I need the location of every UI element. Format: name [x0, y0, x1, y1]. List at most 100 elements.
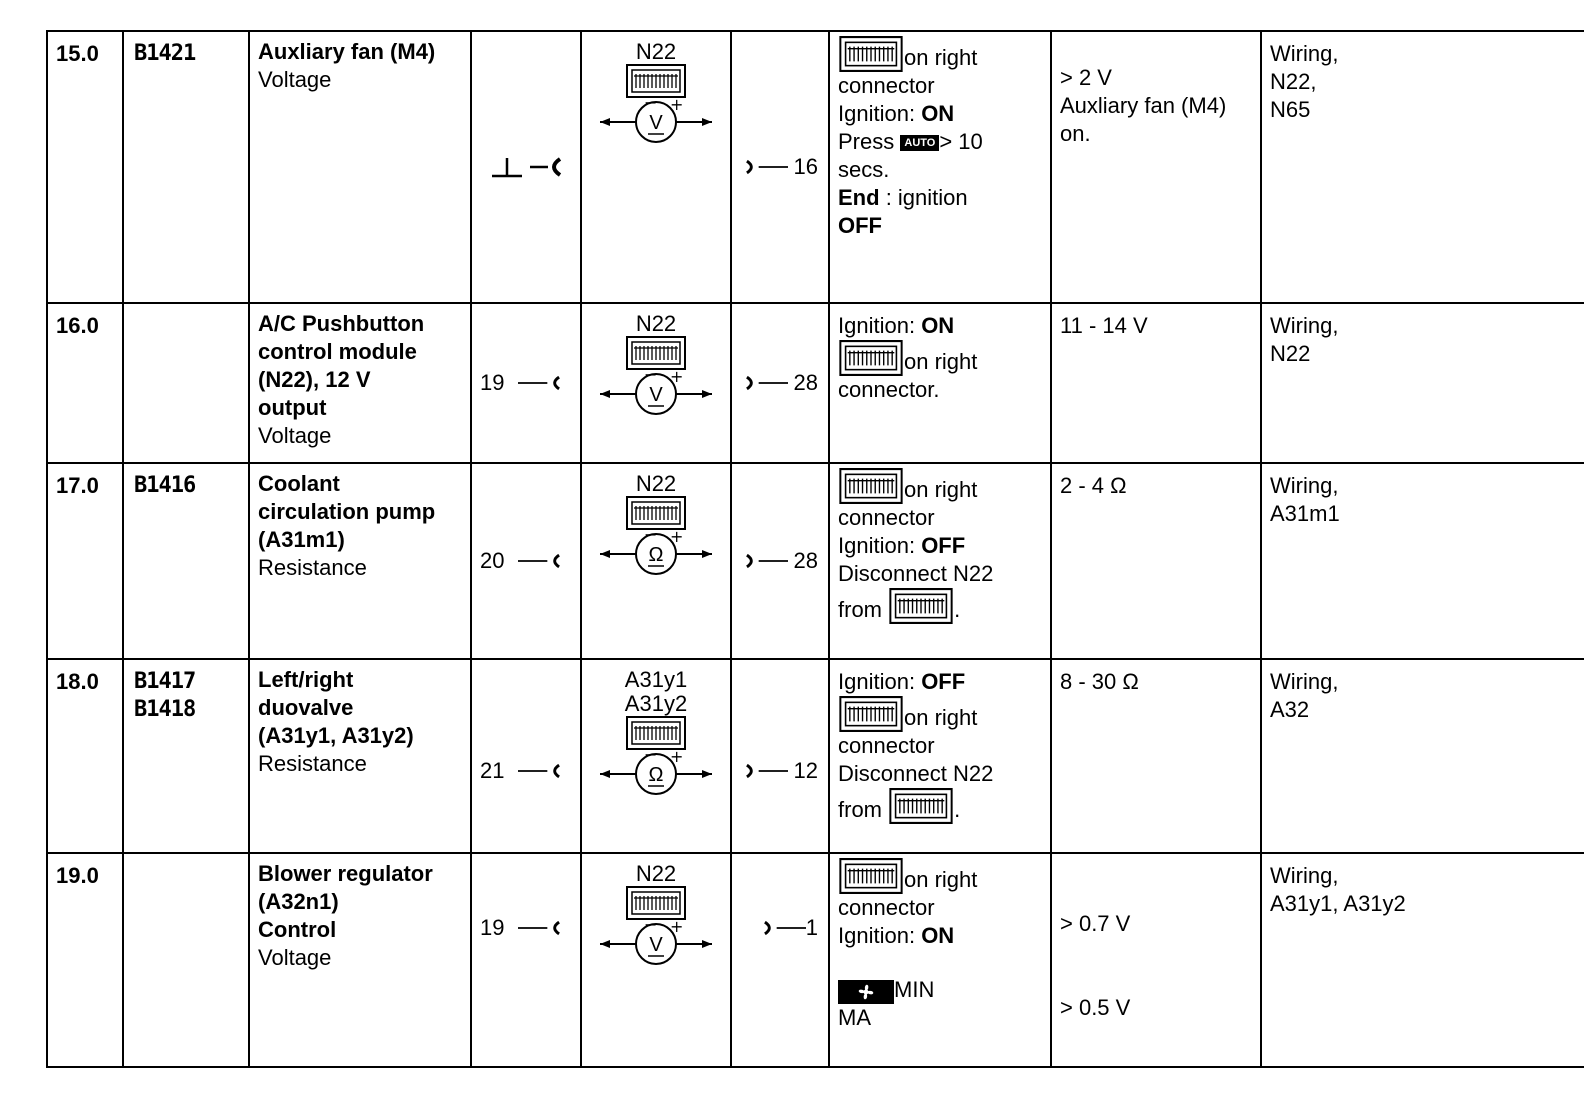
diagnostic-table: 15.0 B1421 Auxliary fan (M4) Voltage N22 [46, 30, 1584, 1068]
connector-box-icon [838, 468, 904, 504]
pin-right: 1 [805, 915, 818, 941]
component-cell: Left/right duovalve (A31y1, A31y2) Resis… [248, 658, 472, 854]
pin-left-cell: 21 [470, 658, 582, 854]
pin-right: 12 [793, 758, 818, 784]
plug-left-icon [518, 761, 562, 781]
pin-right: 28 [793, 370, 818, 395]
pin-left: 19 [480, 370, 505, 395]
expected-value: 8 - 30 Ω [1050, 658, 1262, 854]
pin-right-cell: 16 [730, 30, 830, 304]
multimeter-icon: − + V [600, 886, 712, 965]
svg-text:+: + [670, 917, 683, 936]
possible-cause: Wiring, N22 [1260, 302, 1584, 464]
fan-key-icon [838, 980, 894, 1004]
svg-text:−: − [644, 745, 657, 764]
component-name: Auxliary fan (M4) [258, 39, 436, 64]
meter-symbol: Ω [649, 764, 664, 786]
meter-cell: N22 − + V [580, 302, 732, 464]
plug-right-icon [762, 918, 806, 938]
test-conditions: on right connector Ignition: OFF Disconn… [828, 462, 1052, 660]
table-row: 17.0 B1416 Coolant circulation pump (A31… [46, 462, 1584, 660]
fault-code: B1416 [122, 462, 250, 660]
meter-symbol: V [649, 112, 663, 134]
plug-right-icon [744, 157, 788, 177]
step-number: 15.0 [46, 30, 124, 304]
svg-text:−: − [644, 525, 657, 544]
meter-cell: A31y1 A31y2 − + Ω [580, 658, 732, 854]
ground-plug-icon [492, 157, 562, 178]
pin-right-cell: 28 [730, 462, 830, 660]
connector-box-icon [838, 36, 904, 72]
connector-box-icon [838, 696, 904, 732]
expected-value: 2 - 4 Ω [1050, 462, 1262, 660]
pin-left-cell: 19 [470, 302, 582, 464]
step-number: 16.0 [46, 302, 124, 464]
multimeter-icon: − + Ω [600, 496, 712, 575]
fault-code: B1417 B1418 [122, 658, 250, 854]
table-row: 15.0 B1421 Auxliary fan (M4) Voltage N22 [46, 30, 1584, 304]
meter-symbol: V [649, 384, 663, 406]
pin-right-cell: 12 [730, 658, 830, 854]
step-number: 18.0 [46, 658, 124, 854]
possible-cause: Wiring, A32 [1260, 658, 1584, 854]
plug-left-icon [518, 918, 562, 938]
test-conditions: on right connector Ignition: ON Press AU… [828, 30, 1052, 304]
pin-right: 28 [793, 548, 818, 573]
meter-symbol: Ω [649, 544, 664, 566]
connector-box-icon [838, 340, 904, 376]
test-type: Resistance [258, 555, 367, 580]
multimeter-icon: − + Ω [600, 716, 712, 795]
plug-left-icon [518, 373, 562, 393]
plug-right-icon [744, 761, 788, 781]
pin-right: 16 [793, 154, 818, 179]
plug-right-icon [744, 551, 788, 571]
svg-text:−: − [644, 93, 657, 112]
table-row: 18.0 B1417 B1418 Left/right duovalve (A3… [46, 658, 1584, 854]
component-cell: A/C Pushbutton control module (N22), 12 … [248, 302, 472, 464]
component-cell: Auxliary fan (M4) Voltage [248, 30, 472, 304]
expected-value: 11 - 14 V [1050, 302, 1262, 464]
meter-cell: N22 − + V [580, 852, 732, 1068]
table-row: 19.0 Blower regulator (A32n1) Control Vo… [46, 852, 1584, 1068]
step-number: 19.0 [46, 852, 124, 1068]
meter-label: N22 [635, 39, 677, 64]
meter-cell: N22 − + Ω [580, 462, 732, 660]
component-cell: Coolant circulation pump (A31m1) Resista… [248, 462, 472, 660]
svg-text:+: + [670, 95, 683, 114]
test-type: Resistance [258, 751, 367, 776]
test-conditions: Ignition: OFF on right connector Disconn… [828, 658, 1052, 854]
multimeter-icon: − + V [600, 64, 712, 143]
plug-right-icon [744, 373, 788, 393]
test-type: Voltage [258, 67, 332, 92]
pin-left-cell: 20 [470, 462, 582, 660]
plug-left-icon [518, 551, 562, 571]
pin-left: 21 [480, 758, 505, 784]
connector-box-icon [888, 788, 954, 824]
step-number: 17.0 [46, 462, 124, 660]
pin-left-cell: 19 [470, 852, 582, 1068]
meter-cell: N22 − + V [580, 30, 732, 304]
possible-cause: Wiring, A31m1 [1260, 462, 1584, 660]
multimeter-icon: − + V [600, 336, 712, 415]
test-conditions: Ignition: ON on right connector. [828, 302, 1052, 464]
svg-text:+: + [670, 527, 683, 546]
fault-code: B1421 [122, 30, 250, 304]
table-row: 16.0 A/C Pushbutton control module (N22)… [46, 302, 1584, 464]
pin-right-cell: 1 [730, 852, 830, 1068]
test-type: Voltage [258, 945, 332, 970]
expected-value: > 0.7 V > 0.5 V [1050, 852, 1262, 1068]
svg-text:+: + [670, 367, 683, 386]
auto-key-icon: AUTO [900, 135, 940, 152]
connector-box-icon [888, 588, 954, 624]
svg-text:−: − [644, 915, 657, 934]
pin-left: 20 [480, 548, 505, 573]
fault-code [122, 852, 250, 1068]
test-type: Voltage [258, 423, 332, 448]
component-cell: Blower regulator (A32n1) Control Voltage [248, 852, 472, 1068]
svg-text:+: + [670, 747, 683, 766]
test-conditions: on right connector Ignition: ON MIN MA [828, 852, 1052, 1068]
fault-code [122, 302, 250, 464]
expected-value: > 2 V Auxliary fan (M4) on. [1050, 30, 1262, 304]
svg-text:−: − [644, 365, 657, 384]
pin-left-cell [470, 30, 582, 304]
